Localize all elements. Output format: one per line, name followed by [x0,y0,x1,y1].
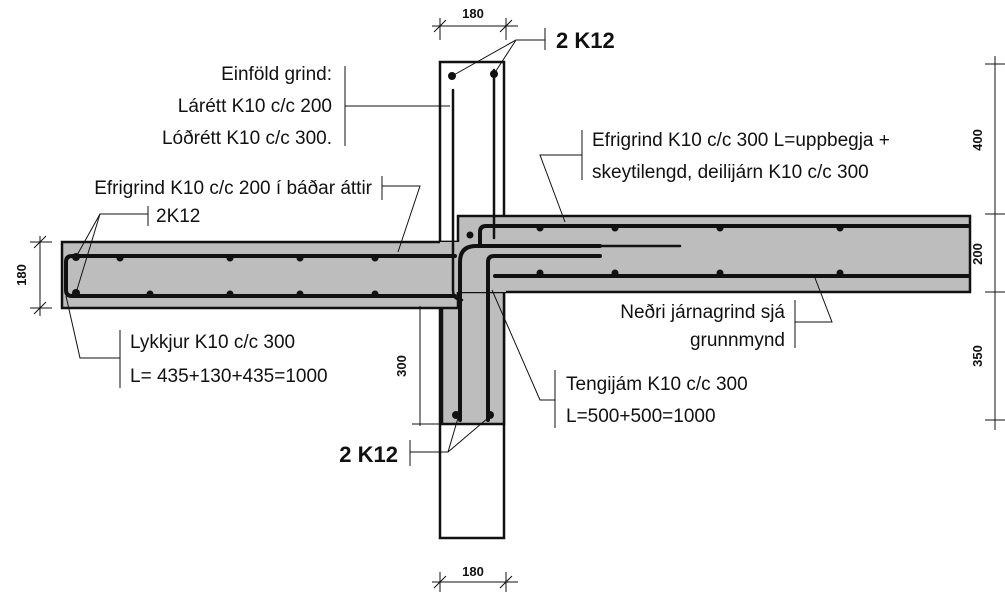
label-ties-1: Tengijám K10 c/c 300 [566,374,748,395]
label-ties-2: L=500+500=1000 [566,406,716,427]
label-bottom-rebar: 2 K12 [339,442,398,467]
dim-left-height: 180 [14,264,29,286]
label-bottom-grid-1: Neðri járnagrind sjá [620,302,785,323]
right-top-grid [478,224,970,248]
label-bottom-grid-2: grunnmynd [690,330,785,351]
label-top-grid-right-1: Efrigrind K10 c/c 300 L=uppbegja + [592,130,890,151]
left-slab [60,240,460,310]
dim-right-200: 200 [970,243,985,265]
dim-bottom-width: 180 [462,564,484,579]
dim-wall-embed: 300 [394,355,409,377]
label-loops-1: Lykkjur K10 c/c 300 [130,332,295,353]
label-left-rebar: 2K12 [156,206,200,227]
dim-right-400: 400 [970,129,985,151]
label-top-grid-left: Efrigrind K10 c/c 200 í báðar áttir [94,178,372,199]
slab-wall-junction [440,242,506,292]
label-single-grid-1: Einföld grind: [221,64,332,85]
label-loops-2: L= 435+130+435=1000 [130,366,328,387]
lower-wall-embed [440,288,506,426]
dim-right-350: 350 [970,345,985,367]
loop-rebar [64,254,457,298]
label-top-grid-right-2: skeytilengd, deilijárn K10 c/c 300 [592,162,869,183]
label-top-rebar: 2 K12 [556,28,615,53]
tie-bar-left [458,244,602,422]
tie-bar-right [486,254,602,422]
dim-top-width: 180 [462,6,484,21]
label-single-grid-2: Lárétt K10 c/c 200 [178,96,332,117]
label-single-grid-3: Lóðrétt K10 c/c 300. [162,128,332,149]
leader-lines [65,28,833,466]
dimension-lines [30,18,1005,592]
